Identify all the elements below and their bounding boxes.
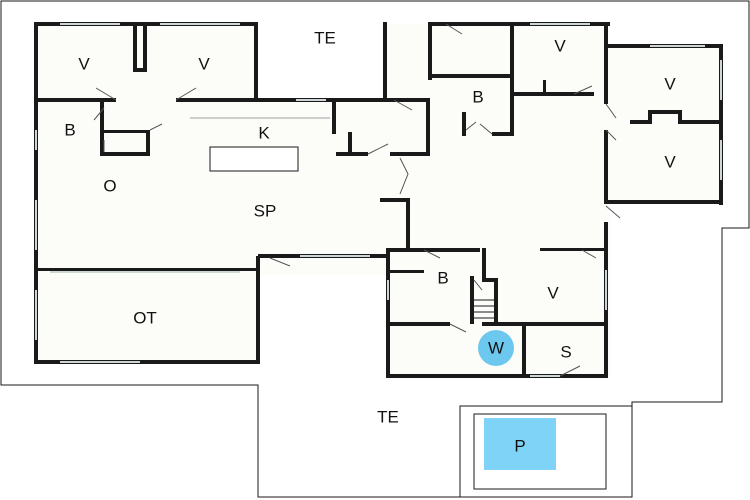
wall <box>390 322 450 326</box>
wall <box>100 152 150 156</box>
wall <box>386 248 390 378</box>
wall <box>36 98 116 102</box>
wall <box>428 22 432 80</box>
wall <box>330 98 430 102</box>
wall <box>719 44 723 205</box>
room-label-washer: W <box>488 339 504 358</box>
wall <box>176 98 256 102</box>
wall <box>386 248 480 252</box>
stair <box>474 299 494 319</box>
wall <box>100 100 104 156</box>
wall <box>34 360 260 364</box>
wall <box>462 112 466 136</box>
wall <box>648 112 652 124</box>
wall <box>482 248 486 280</box>
room-label-bedroom-4: V <box>664 75 676 94</box>
room-label-pool: P <box>514 437 525 456</box>
room-label-bedroom-3: V <box>554 37 566 56</box>
house-floor <box>36 24 721 377</box>
wall <box>630 120 652 124</box>
wall <box>678 120 720 124</box>
wall <box>348 132 352 156</box>
wall <box>256 256 260 364</box>
room-label-sp: SP <box>254 202 277 221</box>
wall <box>648 110 680 114</box>
doors <box>93 23 621 377</box>
room-label-o: O <box>103 177 116 196</box>
room-label-bedroom-5: V <box>664 153 676 172</box>
wall <box>336 152 368 156</box>
room-label-ot: OT <box>133 309 157 328</box>
wall <box>36 268 258 271</box>
wall <box>522 324 526 378</box>
wall <box>104 130 148 133</box>
room-label-bath-3: B <box>437 269 448 288</box>
wall <box>390 270 424 273</box>
wall <box>133 24 137 70</box>
room-label-bedroom-6: V <box>547 284 559 303</box>
wall <box>470 276 474 324</box>
wall <box>386 374 608 378</box>
wall <box>332 100 336 134</box>
windows <box>35 23 722 377</box>
wall <box>540 248 604 251</box>
room-label-bath-1: B <box>64 121 75 140</box>
washer-badge <box>478 330 514 366</box>
wall <box>254 22 258 102</box>
wall <box>492 132 512 136</box>
room-label-bedroom-1: V <box>78 55 90 74</box>
wall <box>482 322 608 326</box>
wall <box>482 278 498 282</box>
wall <box>494 278 498 326</box>
pool-inner-edge <box>473 413 607 490</box>
wall <box>426 100 430 156</box>
kitchen-island <box>209 146 299 172</box>
room-label-s: S <box>560 343 571 362</box>
wall <box>678 110 682 124</box>
wall <box>133 68 147 72</box>
wall <box>383 22 387 102</box>
wall <box>390 152 430 156</box>
wall <box>428 22 610 26</box>
wall <box>543 80 546 94</box>
wall <box>146 130 150 156</box>
room-label-kitchen: K <box>258 124 270 143</box>
room-label-te-bottom: TE <box>377 408 399 427</box>
wall <box>604 130 608 204</box>
pool <box>484 418 556 470</box>
room-label-te-top: TE <box>314 29 336 48</box>
wall <box>604 24 608 104</box>
room-label-bath-2: B <box>472 88 483 107</box>
wall <box>514 92 594 96</box>
wall <box>428 74 514 78</box>
wall <box>406 198 410 250</box>
wall <box>143 24 147 72</box>
wall <box>380 198 410 202</box>
wall <box>510 24 514 136</box>
wall <box>606 200 723 204</box>
wall <box>34 22 38 364</box>
room-label-bedroom-2: V <box>198 55 210 74</box>
